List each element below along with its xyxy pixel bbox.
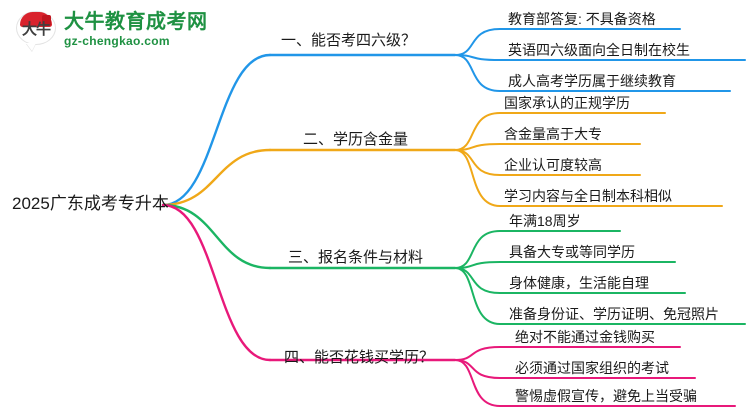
branch-label-4[interactable]: 四、能否花钱买学历？ [284, 349, 435, 366]
leaf-label-3-3[interactable]: 身体健康，生活能自理 [509, 275, 649, 291]
leaf-label-2-1[interactable]: 国家承认的正规学历 [504, 95, 630, 111]
leaf-label-1-3[interactable]: 成人高考学历属于继续教育 [508, 73, 676, 89]
leaf-label-2-3[interactable]: 企业认可度较高 [504, 157, 602, 173]
logo-subtitle-url: gz-chengkao.com [64, 34, 170, 48]
leaf-label-3-4[interactable]: 准备身份证、学历证明、免冠照片 [509, 306, 719, 322]
leaf-label-2-4[interactable]: 学习内容与全日制本科相似 [504, 188, 672, 204]
leaf-label-1-2[interactable]: 英语四六级面向全日制在校生 [508, 42, 690, 58]
leaf-label-3-2[interactable]: 具备大专或等同学历 [509, 244, 635, 260]
logo-bubble-tail [26, 43, 36, 51]
leaf-label-3-1[interactable]: 年满18周岁 [509, 213, 581, 229]
leaf-label-4-2[interactable]: 必须通过国家组织的考试 [515, 360, 669, 376]
branch-label-2[interactable]: 二、学历含金量 [303, 131, 409, 148]
logo-text-block: 大牛教育成考网 gz-chengkao.com [64, 11, 208, 49]
branch-label-3[interactable]: 三、报名条件与材料 [288, 249, 424, 266]
logo-title: 大牛教育成考网 [64, 11, 208, 33]
site-logo: 大牛 大牛教育成考网 gz-chengkao.com [14, 6, 207, 54]
leaf-label-4-1[interactable]: 绝对不能通过金钱购买 [515, 329, 655, 345]
logo-red-cap-accent [42, 15, 51, 26]
logo-speech-bubble-icon: 大牛 [14, 9, 58, 51]
leaf-label-1-1[interactable]: 教育部答复: 不具备资格 [508, 11, 656, 27]
logo-mark-text: 大牛 [21, 21, 51, 38]
root-node-label: 2025广东成考专升本 [12, 194, 169, 213]
branch-label-1[interactable]: 一、能否考四六级？ [281, 32, 417, 49]
leaf-label-2-2[interactable]: 含金量高于大专 [504, 126, 602, 142]
leaf-label-4-3[interactable]: 警惕虚假宣传，避免上当受骗 [515, 388, 697, 404]
